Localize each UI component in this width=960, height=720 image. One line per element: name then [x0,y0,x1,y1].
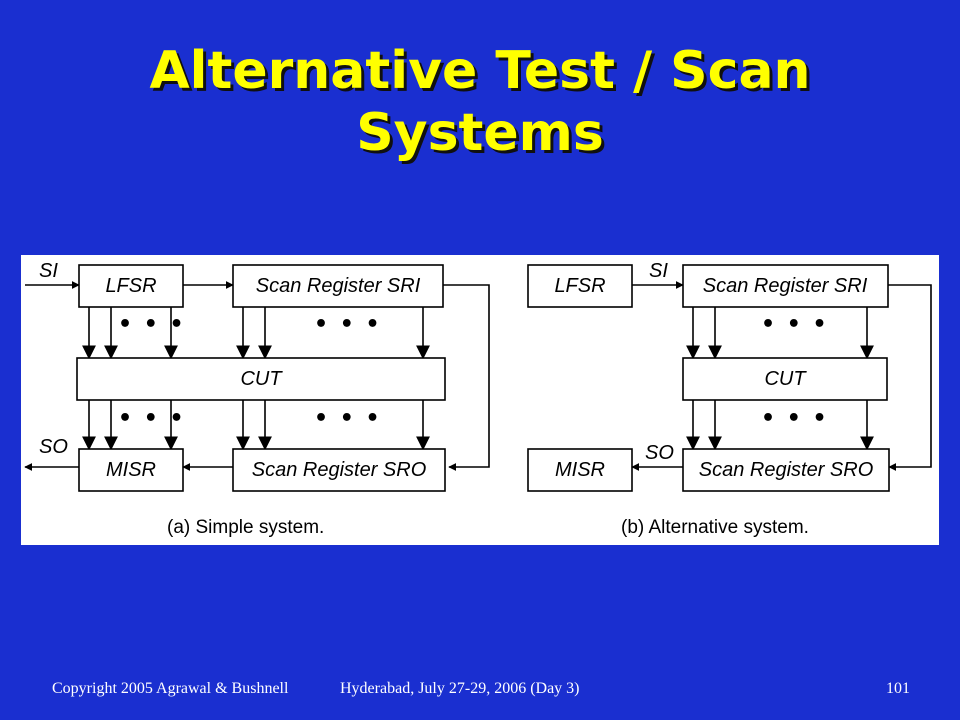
simple-system: SI LFSR Scan Register SRI • • • • • • [24,260,490,538]
simple-sri-box [232,264,444,308]
alt-sri-label: Scan Register SRI [703,275,868,297]
alt-ellipsis: • • • [761,312,829,337]
simple-feedback-wire [443,284,490,471]
alt-sri-box [682,264,889,308]
alternative-system: LFSR SI Scan Register SRI • • • CUT • • … [527,260,932,538]
alt-feedback-wire [888,284,932,471]
simple-sro-box [232,448,446,492]
simple-cut-label: CUT [240,368,283,390]
simple-so-label: SO [39,436,68,458]
alt-ellipsis: • • • [761,406,829,431]
simple-si-label: SI [39,260,58,282]
footer-page-number: 101 [886,680,910,697]
alt-caption: (b) Alternative system. [621,517,809,538]
alt-cut-label: CUT [764,368,807,390]
simple-cut-box [76,357,446,401]
scan-systems-diagram: SI LFSR Scan Register SRI • • • • • • [24,260,932,538]
slide-title-line-1: Alternative Test / Scan [149,41,811,101]
alt-cut-box [682,357,888,401]
simple-ellipsis: • • • [118,312,186,337]
slide-title: Alternative Test / Scan Systems [0,40,960,164]
alt-so-label: SO [645,442,674,464]
footer: Copyright 2005 Agrawal & Bushnell Hydera… [0,680,960,702]
diagram-panel: SI LFSR Scan Register SRI • • • • • • [21,255,939,545]
simple-ellipsis: • • • [314,406,382,431]
simple-lfsr-box [78,264,184,308]
simple-misr-label: MISR [106,459,156,481]
footer-event: Hyderabad, July 27-29, 2006 (Day 3) [340,680,580,697]
alt-misr-label: MISR [555,459,605,481]
footer-copyright: Copyright 2005 Agrawal & Bushnell [52,680,289,697]
alt-lfsr-box [527,264,633,308]
simple-sri-label: Scan Register SRI [256,275,421,297]
slide-title-line-2: Systems [356,103,604,163]
simple-ellipsis: • • • [118,406,186,431]
alt-si-label: SI [649,260,668,282]
simple-lfsr-label: LFSR [105,275,156,297]
alt-sro-box [682,448,890,492]
alt-lfsr-label: LFSR [554,275,605,297]
alt-sro-label: Scan Register SRO [699,459,874,481]
simple-ellipsis: • • • [314,312,382,337]
simple-caption: (a) Simple system. [167,517,324,538]
simple-sro-label: Scan Register SRO [252,459,427,481]
